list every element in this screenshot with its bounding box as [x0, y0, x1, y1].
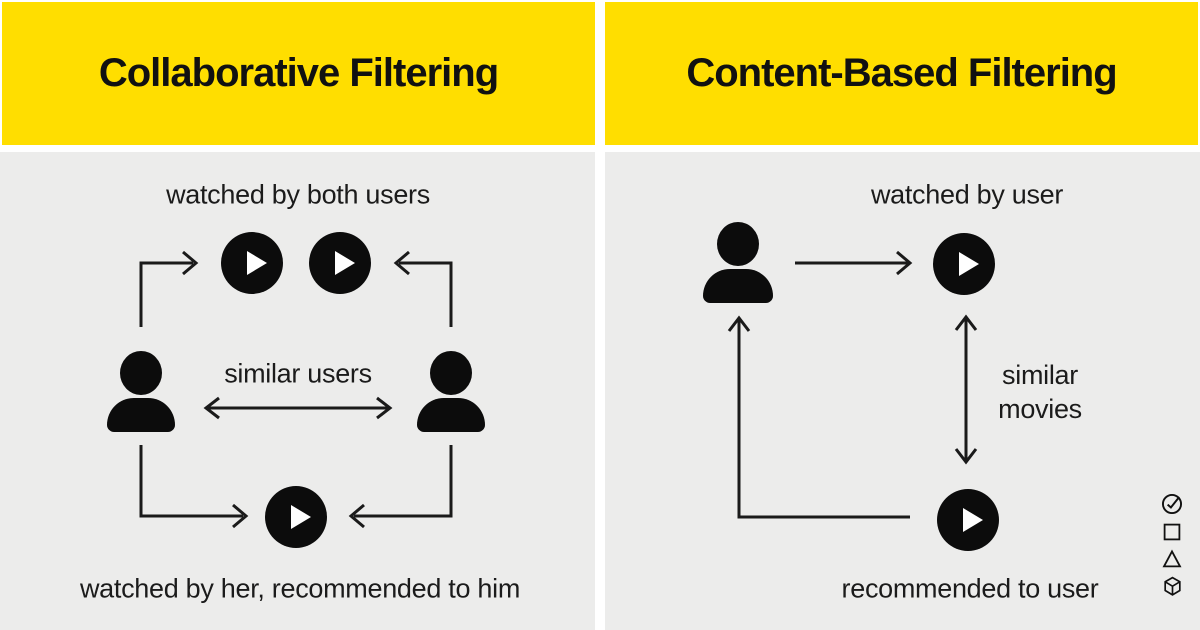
arrow-her-to-recommendation — [139, 445, 243, 518]
play-icon — [933, 233, 995, 295]
user-torso — [417, 398, 485, 432]
brand-watermark — [1156, 492, 1188, 598]
arrow-recommendation-to-user — [737, 320, 910, 519]
label-watched-by-both-users: watched by both users — [166, 179, 430, 210]
arrowhead-right — [182, 250, 199, 276]
label-similar-users: similar users — [224, 358, 372, 389]
left-panel-title: Collaborative Filtering — [98, 51, 499, 95]
arrow-him-to-recommendation — [354, 445, 453, 518]
user-icon — [107, 351, 175, 432]
cube-icon — [1163, 576, 1181, 596]
arrowhead-left — [348, 503, 365, 529]
arrowhead-up — [954, 314, 978, 331]
content-based-filtering-diagram: watched by user similar movies recommend… — [605, 152, 1200, 630]
label-watched-by-her-recommended-to-him: watched by her, recommended to him — [79, 573, 521, 604]
arrowhead-down — [954, 448, 978, 465]
user-torso — [703, 269, 773, 303]
play-icon — [221, 232, 283, 294]
play-triangle — [334, 251, 355, 275]
user-icon — [417, 351, 485, 432]
arrowhead-right — [896, 250, 913, 276]
collaborative-filtering-header: Collaborative Filtering — [2, 2, 595, 145]
play-triangle — [958, 252, 979, 276]
user-icon — [703, 222, 773, 303]
label-recommended-to-user: recommended to user — [841, 573, 1099, 604]
triangle-icon — [1162, 549, 1182, 568]
arrowhead-up — [727, 315, 751, 332]
play-icon — [309, 232, 371, 294]
left-arrows-layer — [139, 250, 453, 529]
label-similar-movies: similar movies — [998, 360, 1082, 424]
right-arrows-layer — [727, 250, 978, 519]
user-torso — [107, 398, 175, 432]
user-head — [717, 222, 759, 266]
play-triangle — [290, 505, 311, 529]
content-based-filtering-header: Content-Based Filtering — [605, 2, 1198, 145]
play-icon — [265, 486, 327, 548]
play-icon — [937, 489, 999, 551]
arrowhead-right — [232, 503, 249, 529]
check-circle-icon — [1161, 493, 1183, 515]
play-triangle — [962, 508, 983, 532]
arrow-left-user-to-movies — [139, 261, 193, 327]
square-icon — [1163, 523, 1181, 541]
right-panel-title: Content-Based Filtering — [686, 51, 1117, 95]
collaborative-filtering-diagram: watched by both users similar users watc… — [0, 152, 595, 630]
arrowhead-left — [203, 396, 220, 420]
user-head — [120, 351, 162, 395]
arrowhead-left — [393, 250, 410, 276]
arrow-right-user-to-movies — [399, 261, 453, 327]
arrowhead-right — [376, 396, 393, 420]
play-triangle — [246, 251, 267, 275]
user-head — [430, 351, 472, 395]
label-watched-by-user: watched by user — [870, 179, 1064, 210]
